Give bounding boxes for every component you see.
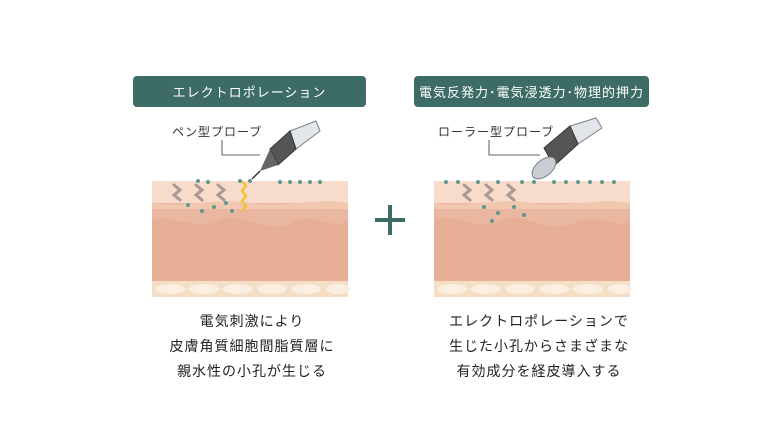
skin-cross-section-left (152, 179, 350, 297)
left-caption-line-1: 電気刺激により (199, 314, 305, 330)
right-caption: エレクトロポレーションで 生じた小孔からさまざまな 有効成分を経皮導入する (428, 310, 650, 385)
skin-cross-section-right (434, 180, 632, 297)
left-caption-line-2: 皮膚角質細胞間脂質層に (169, 339, 335, 355)
right-caption-line-2: 生じた小孔からさまざまな (449, 339, 629, 355)
electroporation-badge: エレクトロポレーション (133, 76, 366, 107)
force-badge: 電気反発力･電気浸透力･物理的押力 (414, 76, 649, 107)
right-caption-line-1: エレクトロポレーションで (449, 314, 629, 330)
right-caption-line-3: 有効成分を経皮導入する (456, 364, 622, 380)
pen-probe-label: ペン型プローブ (172, 125, 263, 139)
roller-probe-icon (531, 117, 603, 180)
pen-probe-icon (251, 120, 321, 180)
left-caption-line-3: 親水性の小孔が生じる (177, 364, 327, 380)
left-caption: 電気刺激により 皮膚角質細胞間脂質層に 親水性の小孔が生じる (152, 310, 352, 385)
plus-icon (375, 205, 405, 235)
roller-probe-label: ローラー型プローブ (438, 125, 555, 139)
